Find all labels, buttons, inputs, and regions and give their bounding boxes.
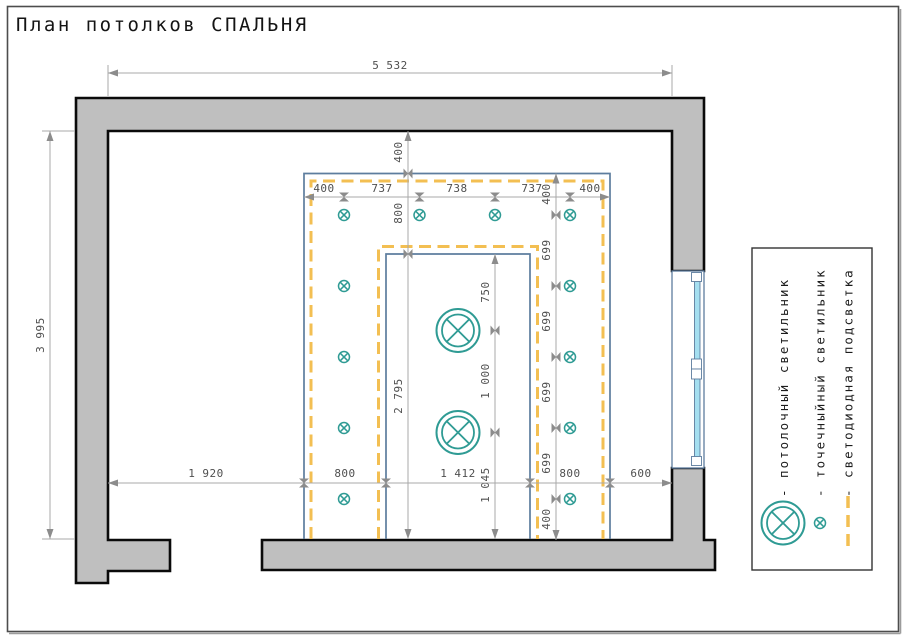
window — [671, 270, 705, 469]
dim-right-chain: 400 699 699 699 699 400 — [540, 173, 561, 540]
spot-light-icon — [337, 208, 351, 222]
dim-label: 5 532 — [372, 59, 408, 72]
spot-light-icon — [337, 492, 351, 506]
dim-center-chain: 400 800 2 795 — [392, 131, 413, 539]
dim-top-chain: 400 737 738 737 400 — [304, 182, 610, 202]
dim-label: 699 — [540, 310, 553, 331]
dim-label: 2 795 — [392, 378, 405, 414]
dim-label: 3 995 — [34, 317, 47, 353]
window-handle — [691, 272, 702, 282]
ceiling-drop-edge — [303, 172, 611, 539]
ceiling-light-icon — [435, 308, 481, 353]
page-title: План потолков СПАЛЬНЯ — [16, 14, 309, 36]
led-strips — [309, 179, 605, 539]
legend-label-ceiling-light: - потолочный светильник — [776, 278, 791, 497]
window-handle — [691, 358, 702, 370]
dim-label: 800 — [334, 467, 355, 480]
spot-light-icon — [563, 279, 577, 293]
ceiling-lights — [435, 308, 481, 455]
dim-bottom-chain: 1 920 800 1 412 800 600 — [108, 467, 672, 488]
dim-label: 750 — [479, 281, 492, 302]
wall-bottom-right — [260, 466, 717, 572]
dim-label: 400 — [579, 182, 600, 195]
dim-label: 699 — [540, 239, 553, 260]
dim-label: 737 — [521, 182, 542, 195]
dim-label: 400 — [540, 183, 553, 204]
dim-label: 1 045 — [479, 467, 492, 503]
spot-light-icon — [563, 350, 577, 364]
dim-label: 1 000 — [479, 363, 492, 399]
spot-light-icon — [488, 208, 502, 222]
led-strip-inner — [377, 245, 539, 539]
dim-label: 600 — [630, 467, 651, 480]
spot-light-icon — [337, 421, 351, 435]
dim-label: 699 — [540, 381, 553, 402]
dim-label: 400 — [392, 141, 405, 162]
dim-label: 699 — [540, 452, 553, 473]
walls — [74, 96, 717, 585]
dim-label: 400 — [540, 508, 553, 529]
legend-label-led-strip: - светодиодная подсветка — [841, 268, 856, 497]
dim-total-height: 3 995 — [34, 130, 75, 540]
spot-light-icon — [563, 421, 577, 435]
dim-niche-chain: 750 1 000 1 045 — [479, 254, 500, 539]
spot-light-icon — [337, 350, 351, 364]
dim-label: 400 — [313, 182, 334, 195]
ceiling-light-icon — [435, 410, 481, 455]
spot-light-icon — [563, 208, 577, 222]
dim-label: 800 — [392, 202, 405, 223]
ceiling-niche-edge — [385, 253, 531, 539]
sheet-border — [6, 5, 900, 633]
dim-label: 800 — [559, 467, 580, 480]
floor-plan: 5 532 3 995 400 800 2 795 — [34, 59, 717, 585]
spot-light-icon — [563, 492, 577, 506]
led-strip-outer — [309, 179, 605, 539]
legend: - потолочный светильник - точечныйный св… — [751, 247, 873, 571]
dim-label: 737 — [371, 182, 392, 195]
spot-light-icon — [413, 208, 426, 222]
legend-label-spot-light: - точечныйный светильник — [813, 268, 828, 497]
legend-box — [751, 247, 873, 571]
dim-total-width: 5 532 — [107, 59, 673, 96]
window-handle — [691, 368, 702, 380]
window-handle — [691, 456, 702, 466]
dim-label: 738 — [446, 182, 467, 195]
spot-light-icon — [337, 279, 351, 293]
dim-label: 1 412 — [440, 467, 476, 480]
dim-label: 1 920 — [188, 467, 224, 480]
